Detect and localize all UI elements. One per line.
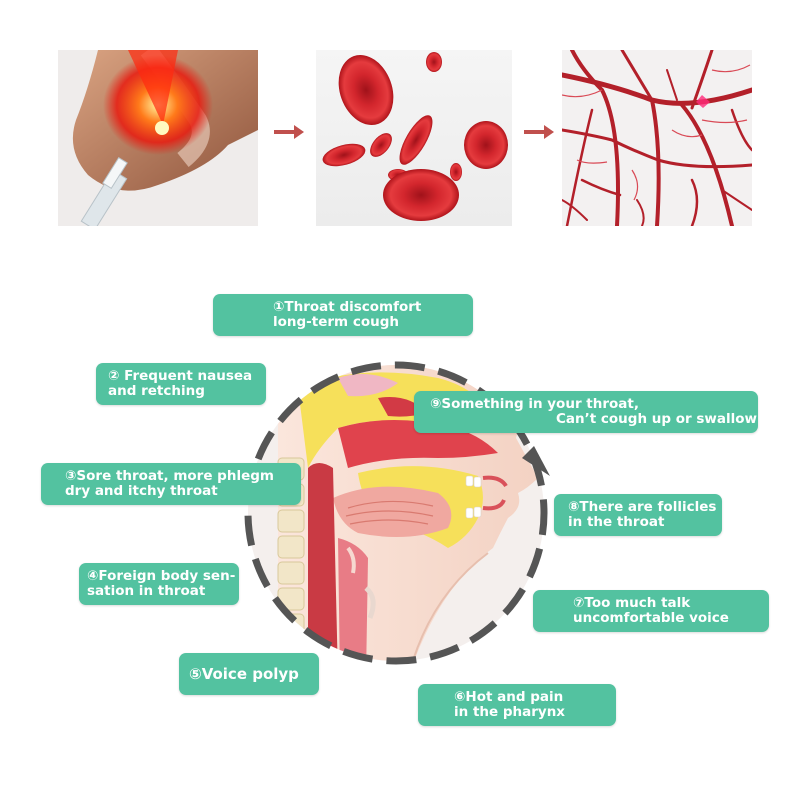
symptom-label-9-line-1: ⑨Something in your throat,: [430, 396, 639, 412]
symptom-label-8: ⑧There are follicles in the throat: [554, 494, 722, 536]
symptom-label-3-line-2: dry and itchy throat: [65, 483, 218, 499]
nasal-laser-panel: [58, 50, 258, 226]
symptom-label-1: ①Throat discomfort long-term cough: [213, 294, 473, 336]
nasal-laser-illustration: [58, 50, 258, 226]
symptom-label-5-line-1: ⑤Voice polyp: [189, 664, 299, 683]
red-blood-cells-panel: [316, 50, 512, 226]
symptom-label-7-line-1: ⑦Too much talk: [573, 595, 691, 611]
symptom-label-4: ④Foreign body sen- sation in throat: [79, 563, 239, 605]
symptom-label-2: ② Frequent nausea and retching: [96, 363, 266, 405]
symptom-label-5: ⑤Voice polyp: [179, 653, 319, 695]
red-blood-cells-illustration: [322, 52, 508, 221]
symptom-label-3-line-1: ③Sore throat, more phlegm: [65, 468, 274, 484]
blood-vessels-panel: [562, 50, 752, 226]
symptom-label-2-line-2: and retching: [108, 383, 205, 399]
symptom-label-6: ⑥Hot and pain in the pharynx: [418, 684, 616, 726]
symptom-label-8-line-1: ⑧There are follicles: [568, 499, 717, 515]
symptom-label-4-line-1: ④Foreign body sen-: [87, 568, 236, 584]
symptom-label-6-line-2: in the pharynx: [454, 704, 566, 720]
symptom-label-4-line-2: sation in throat: [87, 583, 206, 599]
symptom-label-1-line-2: long-term cough: [273, 314, 399, 330]
symptom-label-9-line-2: Can’t cough up or swallow: [556, 411, 757, 427]
symptom-label-9: ⑨Something in your throat, Can’t cough u…: [414, 391, 758, 433]
symptom-label-8-line-2: in the throat: [568, 514, 665, 530]
symptom-label-1-line-1: ①Throat discomfort: [273, 299, 422, 315]
arrow-right-icon: [524, 125, 554, 139]
symptom-label-3: ③Sore throat, more phlegm dry and itchy …: [41, 463, 301, 505]
symptom-label-7-line-2: uncomfortable voice: [573, 610, 729, 626]
symptom-label-2-line-1: ② Frequent nausea: [108, 368, 253, 384]
symptom-label-6-line-1: ⑥Hot and pain: [454, 689, 564, 705]
blood-vessels-illustration: [562, 50, 752, 226]
symptom-label-7: ⑦Too much talk uncomfortable voice: [533, 590, 769, 632]
arrow-right-icon: [274, 125, 304, 139]
